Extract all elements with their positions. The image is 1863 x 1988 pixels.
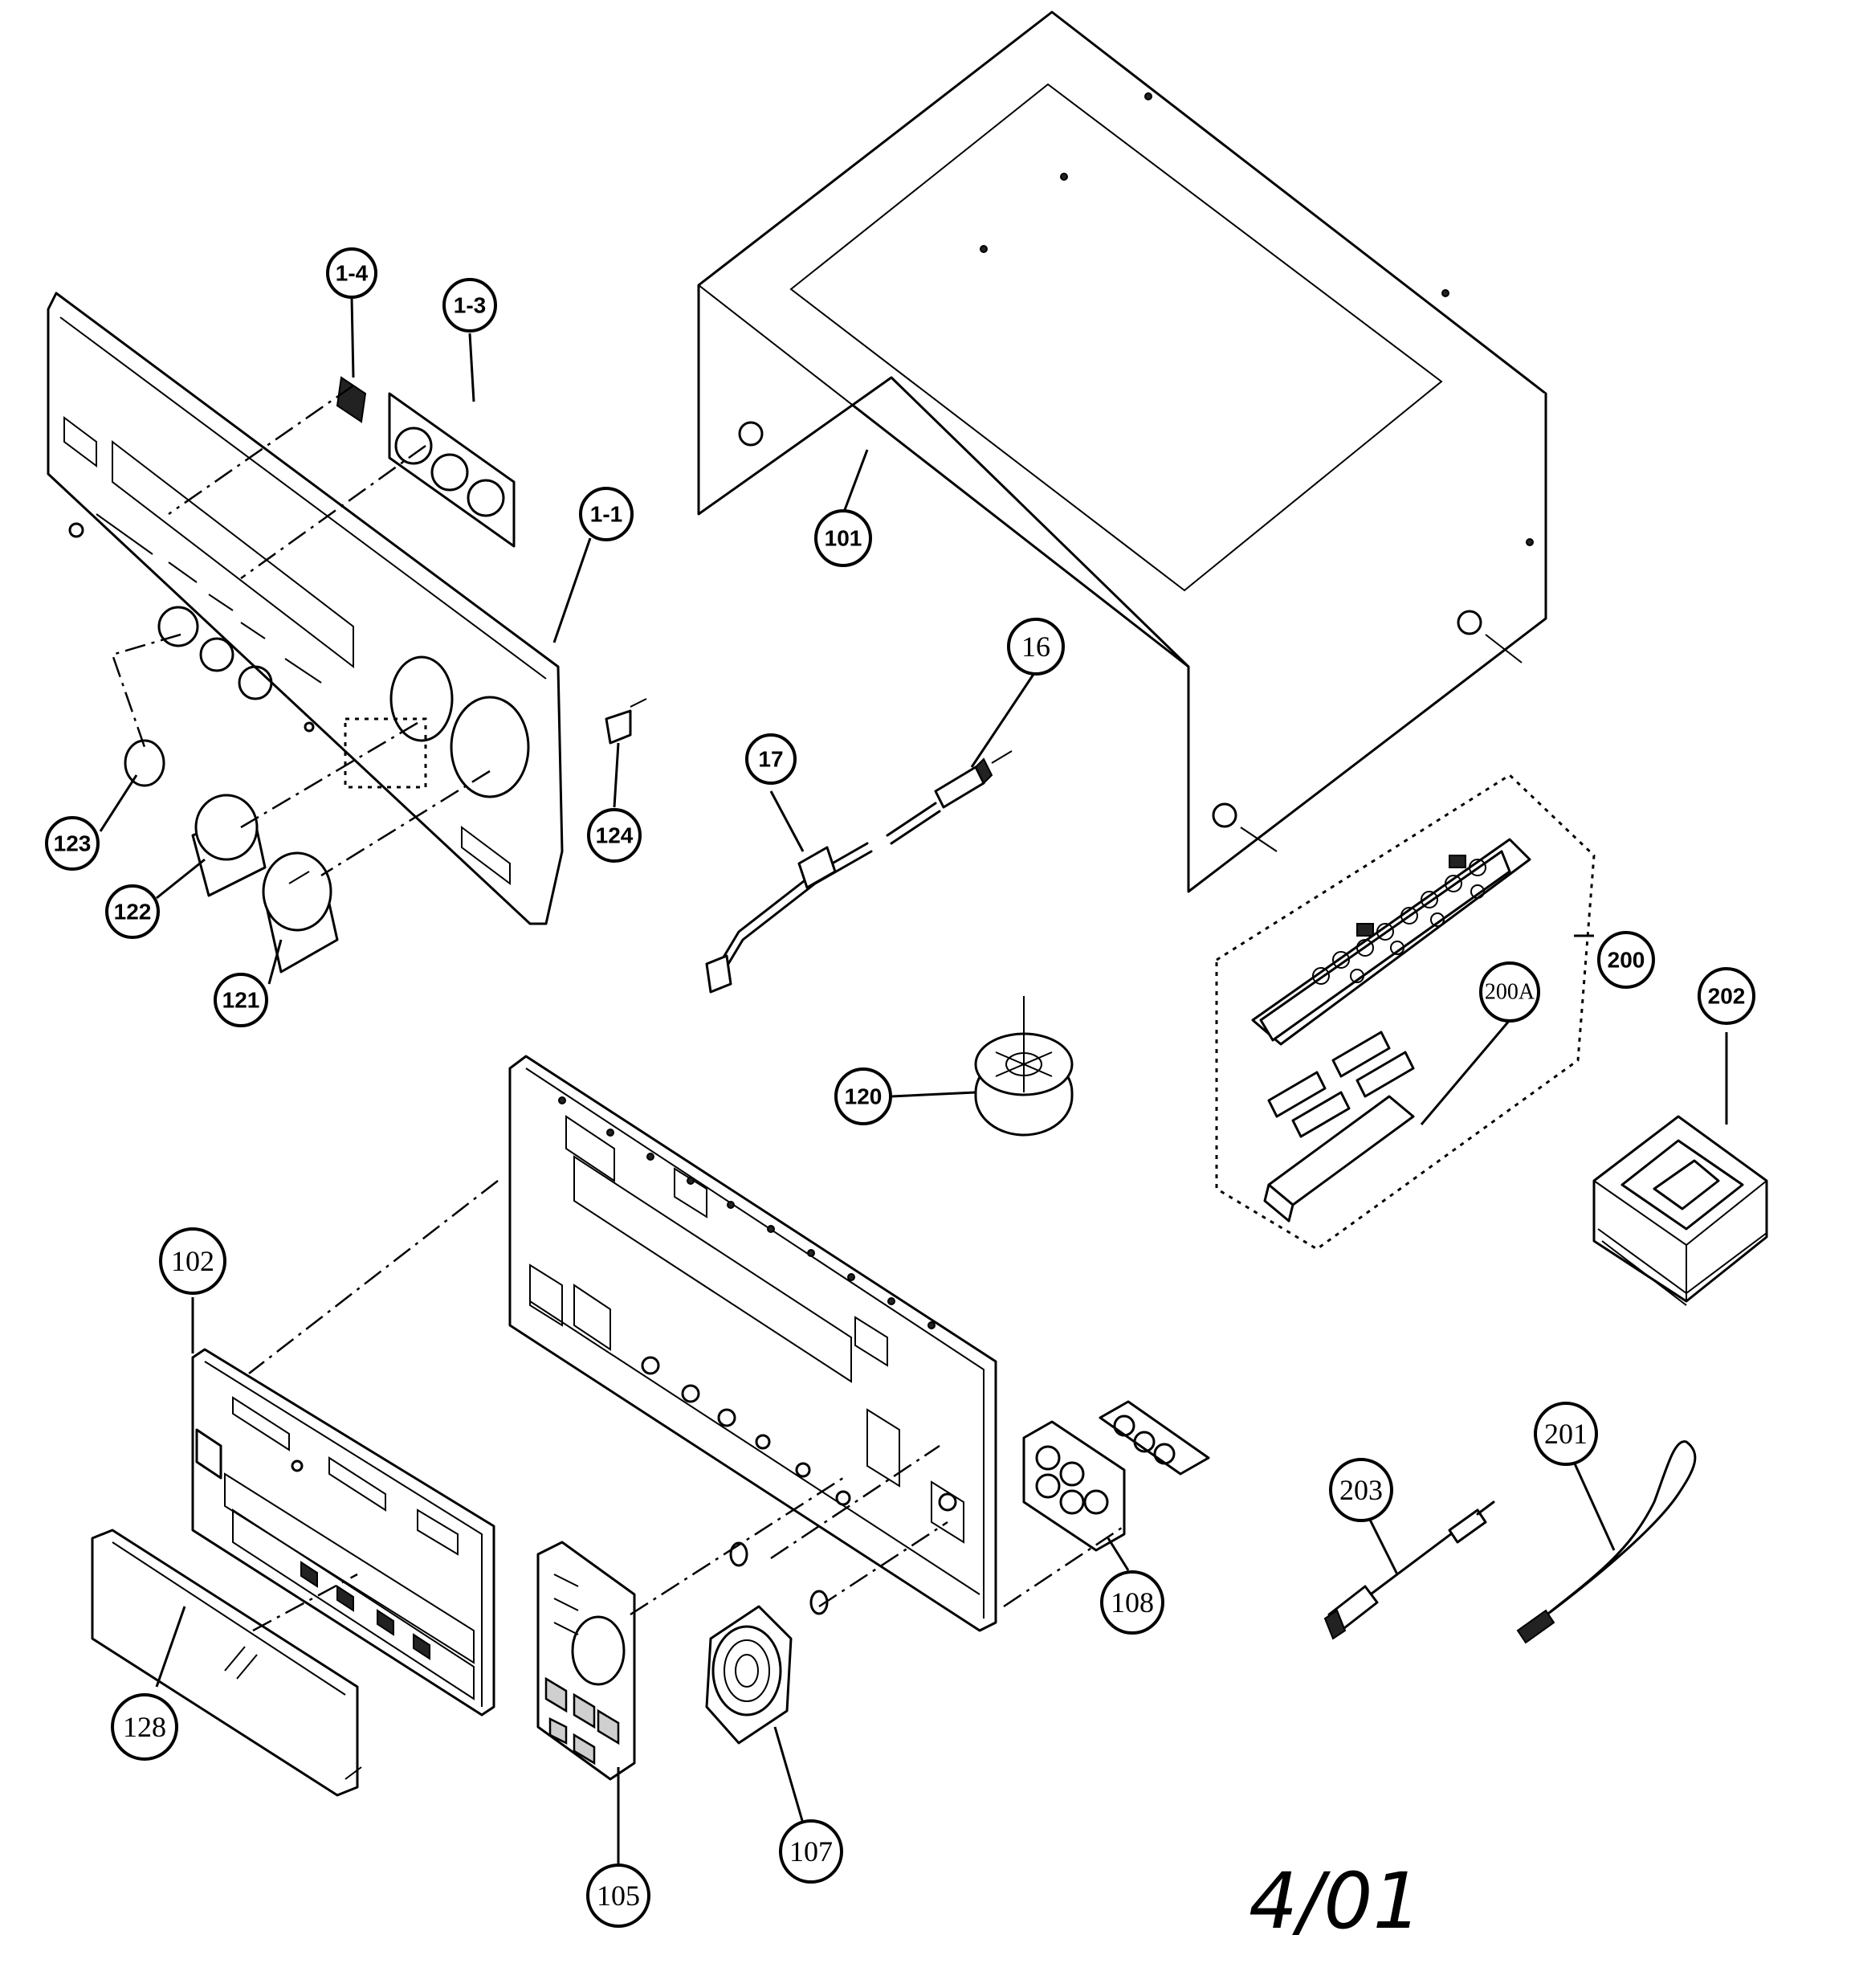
power-cord-part (705, 750, 1013, 994)
callout-203: 203 (1329, 1458, 1393, 1522)
svg-text:203: 203 (1339, 1474, 1383, 1506)
callout-102: 102 (159, 1227, 226, 1295)
svg-text:1-3: 1-3 (454, 293, 486, 318)
jack-board-part (1022, 1400, 1210, 1552)
callout-200A: 200A (1479, 961, 1540, 1023)
svg-text:123: 123 (54, 831, 92, 856)
callout-124: 124 (587, 808, 642, 863)
small-knob-part (124, 739, 165, 787)
callout-120: 120 (834, 1067, 892, 1125)
svg-text:101: 101 (825, 526, 862, 551)
svg-text:124: 124 (596, 823, 634, 848)
sub-board-part (536, 1541, 636, 1781)
round-board-part (705, 1605, 793, 1745)
front-panel-part (47, 292, 564, 925)
svg-text:121: 121 (222, 988, 260, 1013)
svg-text:108: 108 (1111, 1586, 1154, 1619)
top-cover-part (697, 10, 1547, 893)
callout-121: 121 (214, 973, 268, 1027)
guide-lines-lower (248, 1180, 1125, 1632)
batteries-part (1267, 1031, 1415, 1138)
svg-text:200: 200 (1608, 948, 1645, 973)
callout-201: 201 (1534, 1402, 1598, 1466)
remote-buttons (1312, 855, 1486, 985)
callout-108: 108 (1100, 1570, 1164, 1635)
callout-101: 101 (814, 509, 872, 567)
loop-antenna-part (1592, 1115, 1768, 1306)
svg-text:107: 107 (789, 1835, 833, 1868)
callout-128: 128 (111, 1693, 178, 1761)
callout-1-1: 1-1 (579, 487, 634, 541)
washer-parts (729, 1541, 829, 1615)
remote-kit-group (1215, 774, 1596, 1251)
guide-lines-front (111, 384, 491, 877)
chassis-frame-part (508, 1055, 997, 1632)
date-mark: 4/01 (1249, 1856, 1422, 1946)
svg-text:122: 122 (114, 900, 152, 925)
clip-part (605, 698, 647, 745)
leader-lines (99, 296, 1728, 1868)
display-filter-part (91, 1529, 362, 1797)
svg-text:1-1: 1-1 (590, 502, 622, 527)
round-part (974, 996, 1074, 1137)
small-button-part (336, 376, 367, 423)
callout-122: 122 (105, 884, 160, 939)
callout-105: 105 (586, 1863, 650, 1928)
video-cable-part (1323, 1500, 1495, 1640)
callout-107: 107 (779, 1819, 843, 1884)
svg-text:102: 102 (171, 1245, 214, 1277)
knob-bracket-part (388, 392, 516, 548)
svg-text:17: 17 (758, 747, 783, 772)
front-bezel-part (191, 1348, 495, 1717)
callout-16: 16 (1007, 618, 1065, 676)
svg-text:120: 120 (845, 1084, 883, 1109)
callout-200: 200 (1597, 931, 1655, 989)
svg-text:200A: 200A (1485, 980, 1535, 1005)
svg-text:202: 202 (1708, 984, 1746, 1009)
callout-202: 202 (1698, 967, 1755, 1025)
svg-text:1-4: 1-4 (336, 261, 369, 286)
svg-text:128: 128 (123, 1711, 166, 1743)
fm-antenna-cable-part (1516, 1440, 1697, 1644)
large-knob-part (262, 851, 339, 974)
svg-text:105: 105 (597, 1880, 640, 1912)
svg-text:16: 16 (1021, 631, 1050, 663)
callout-1-4: 1-4 (326, 247, 377, 299)
callout-123: 123 (45, 816, 100, 871)
battery-cover-part (1263, 1095, 1415, 1223)
callout-17: 17 (745, 733, 797, 785)
medium-knob-part (191, 794, 267, 897)
svg-text:201: 201 (1544, 1418, 1588, 1450)
callout-1-3: 1-3 (442, 278, 497, 333)
